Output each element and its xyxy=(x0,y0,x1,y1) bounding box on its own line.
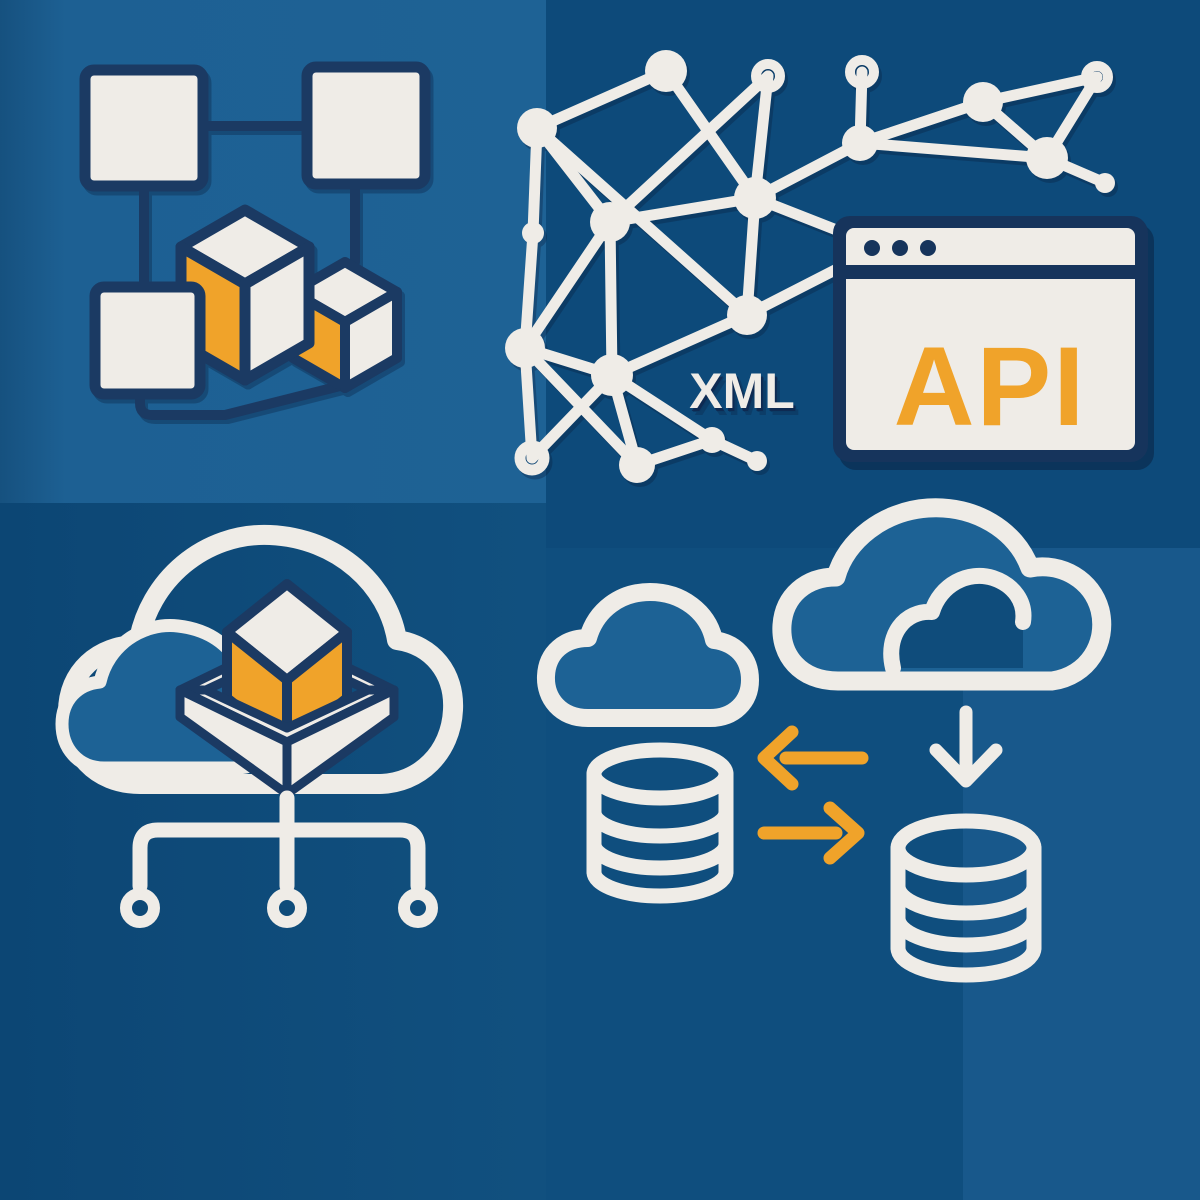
cube-right-face xyxy=(239,241,315,386)
inner-swirl-fill xyxy=(891,575,1024,668)
xml-label: XML xyxy=(689,363,795,419)
network-nodes xyxy=(505,50,1115,483)
endpoint-node xyxy=(120,888,160,928)
database-left-icon xyxy=(586,742,734,904)
endpoint-node xyxy=(267,888,307,928)
browser-dot-icon xyxy=(920,240,936,256)
open-node xyxy=(514,440,550,476)
cloud-cube-platform-icon xyxy=(55,524,464,928)
cloud-small-icon xyxy=(537,583,759,727)
connector-line xyxy=(135,381,345,420)
flowchart-square-top-left xyxy=(79,64,209,192)
browser-divider xyxy=(846,265,1135,279)
api-browser-window-icon: API xyxy=(833,216,1148,462)
browser-dot-icon xyxy=(864,240,880,256)
endpoint-node xyxy=(398,888,438,928)
browser-body xyxy=(846,228,1135,450)
database-right-icon xyxy=(890,813,1042,983)
inner-swirl-outline xyxy=(883,567,1032,676)
open-node xyxy=(751,59,785,93)
transfer-arrow-left-icon xyxy=(757,725,869,791)
cube-right-face xyxy=(340,287,402,393)
api-label: API xyxy=(894,324,1087,449)
open-node xyxy=(845,55,879,89)
cloud-data-sync-icon xyxy=(537,498,1112,983)
cloud-large-icon xyxy=(772,498,1112,691)
network-graph-icon: XML xyxy=(505,50,1115,483)
transfer-arrow-right-icon xyxy=(757,801,865,865)
panel-right-lower xyxy=(963,660,1200,1200)
open-node xyxy=(1081,61,1113,93)
flowchart-square-bottom xyxy=(89,281,206,400)
browser-dot-icon xyxy=(892,240,908,256)
download-arrow-icon xyxy=(929,705,1003,788)
distribution-tree xyxy=(120,790,438,928)
flowchart-square-top-right xyxy=(301,61,431,190)
flowchart-blocks-icon xyxy=(79,61,431,420)
